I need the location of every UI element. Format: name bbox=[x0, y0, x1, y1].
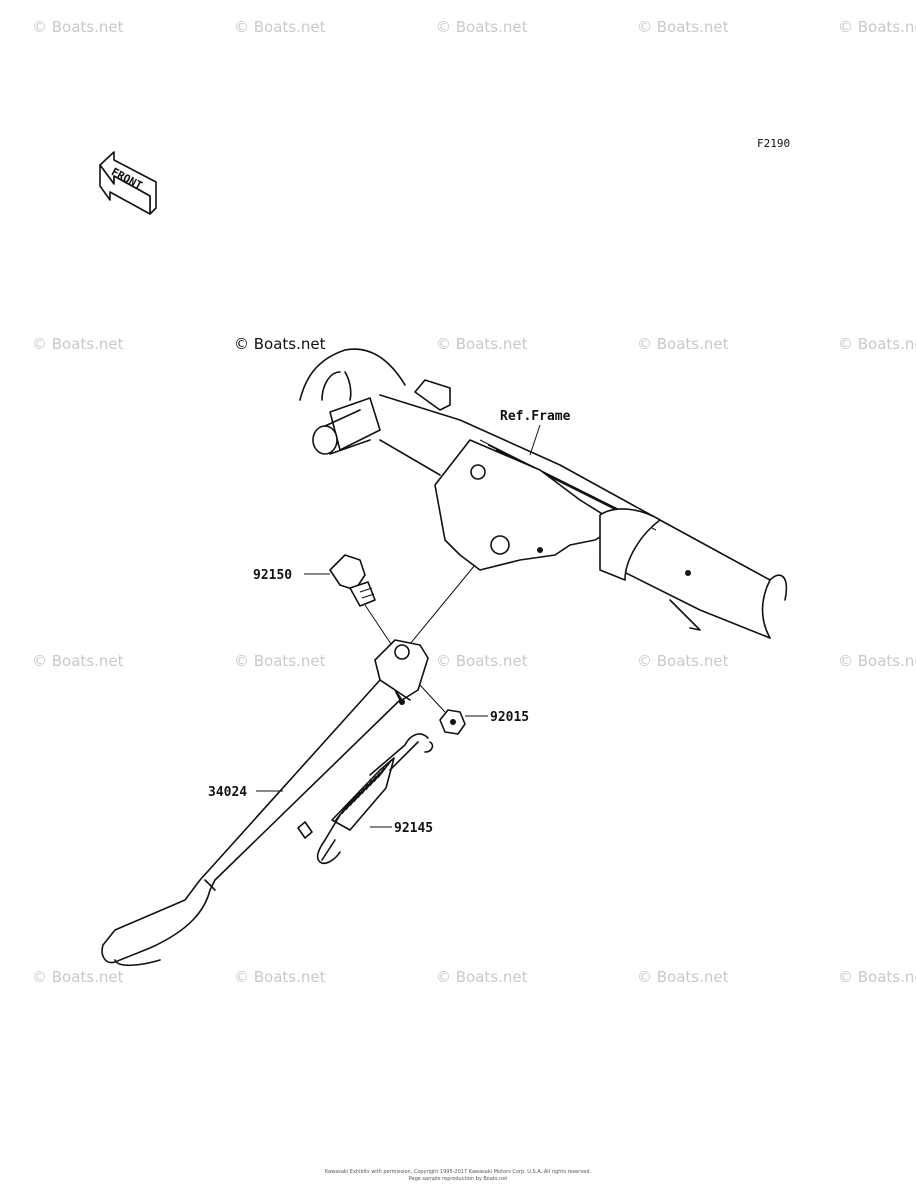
part-label-92150: 92150 bbox=[253, 568, 292, 583]
leader-line bbox=[419, 684, 446, 713]
watermark: © Boats.net bbox=[32, 652, 124, 670]
diagram-code: F2190 bbox=[757, 137, 790, 150]
watermark: © Boats.net bbox=[234, 18, 326, 36]
front-arrow-icon: FRONT bbox=[99, 151, 157, 215]
watermark: © Boats.net bbox=[436, 335, 528, 353]
bolt-92150 bbox=[329, 554, 376, 607]
watermark: © Boats.net bbox=[637, 335, 729, 353]
watermark: © Boats.net bbox=[838, 335, 916, 353]
copyright-line: Kawasaki Exhibits with permission. Copyr… bbox=[325, 1169, 592, 1175]
spring-coils bbox=[331, 757, 395, 831]
watermark-grid: © Boats.net © Boats.net © Boats.net © Bo… bbox=[32, 18, 916, 986]
watermark: © Boats.net bbox=[32, 968, 124, 986]
watermark: © Boats.net bbox=[838, 18, 916, 36]
part-label-92145: 92145 bbox=[394, 821, 433, 836]
watermark: © Boats.net bbox=[637, 18, 729, 36]
watermark: © Boats.net bbox=[32, 18, 124, 36]
watermark: © Boats.net bbox=[436, 652, 528, 670]
watermark: © Boats.net bbox=[637, 652, 729, 670]
part-label-92015: 92015 bbox=[490, 710, 529, 725]
frame-tube bbox=[299, 348, 788, 639]
watermark: © Boats.net bbox=[838, 968, 916, 986]
leader-line bbox=[364, 604, 396, 651]
watermark: © Boats.net bbox=[436, 968, 528, 986]
watermark: © Boats.net bbox=[436, 18, 528, 36]
spring-92145 bbox=[316, 733, 434, 865]
part-label-34024: 34024 bbox=[208, 785, 247, 800]
side-stand-34024 bbox=[101, 639, 429, 967]
watermark: © Boats.net bbox=[234, 652, 326, 670]
watermark: © Boats.net bbox=[637, 968, 729, 986]
watermark: © Boats.net bbox=[234, 968, 326, 986]
ref-frame-label: Ref.Frame bbox=[500, 409, 571, 424]
copyright-line-2: Page sample reproduction by Boats.net bbox=[409, 1176, 508, 1182]
watermark: © Boats.net bbox=[838, 652, 916, 670]
nut-92015 bbox=[439, 709, 466, 735]
axis-line bbox=[404, 564, 476, 651]
watermark: © Boats.net bbox=[32, 335, 124, 353]
watermark: © Boats.net bbox=[234, 335, 326, 353]
